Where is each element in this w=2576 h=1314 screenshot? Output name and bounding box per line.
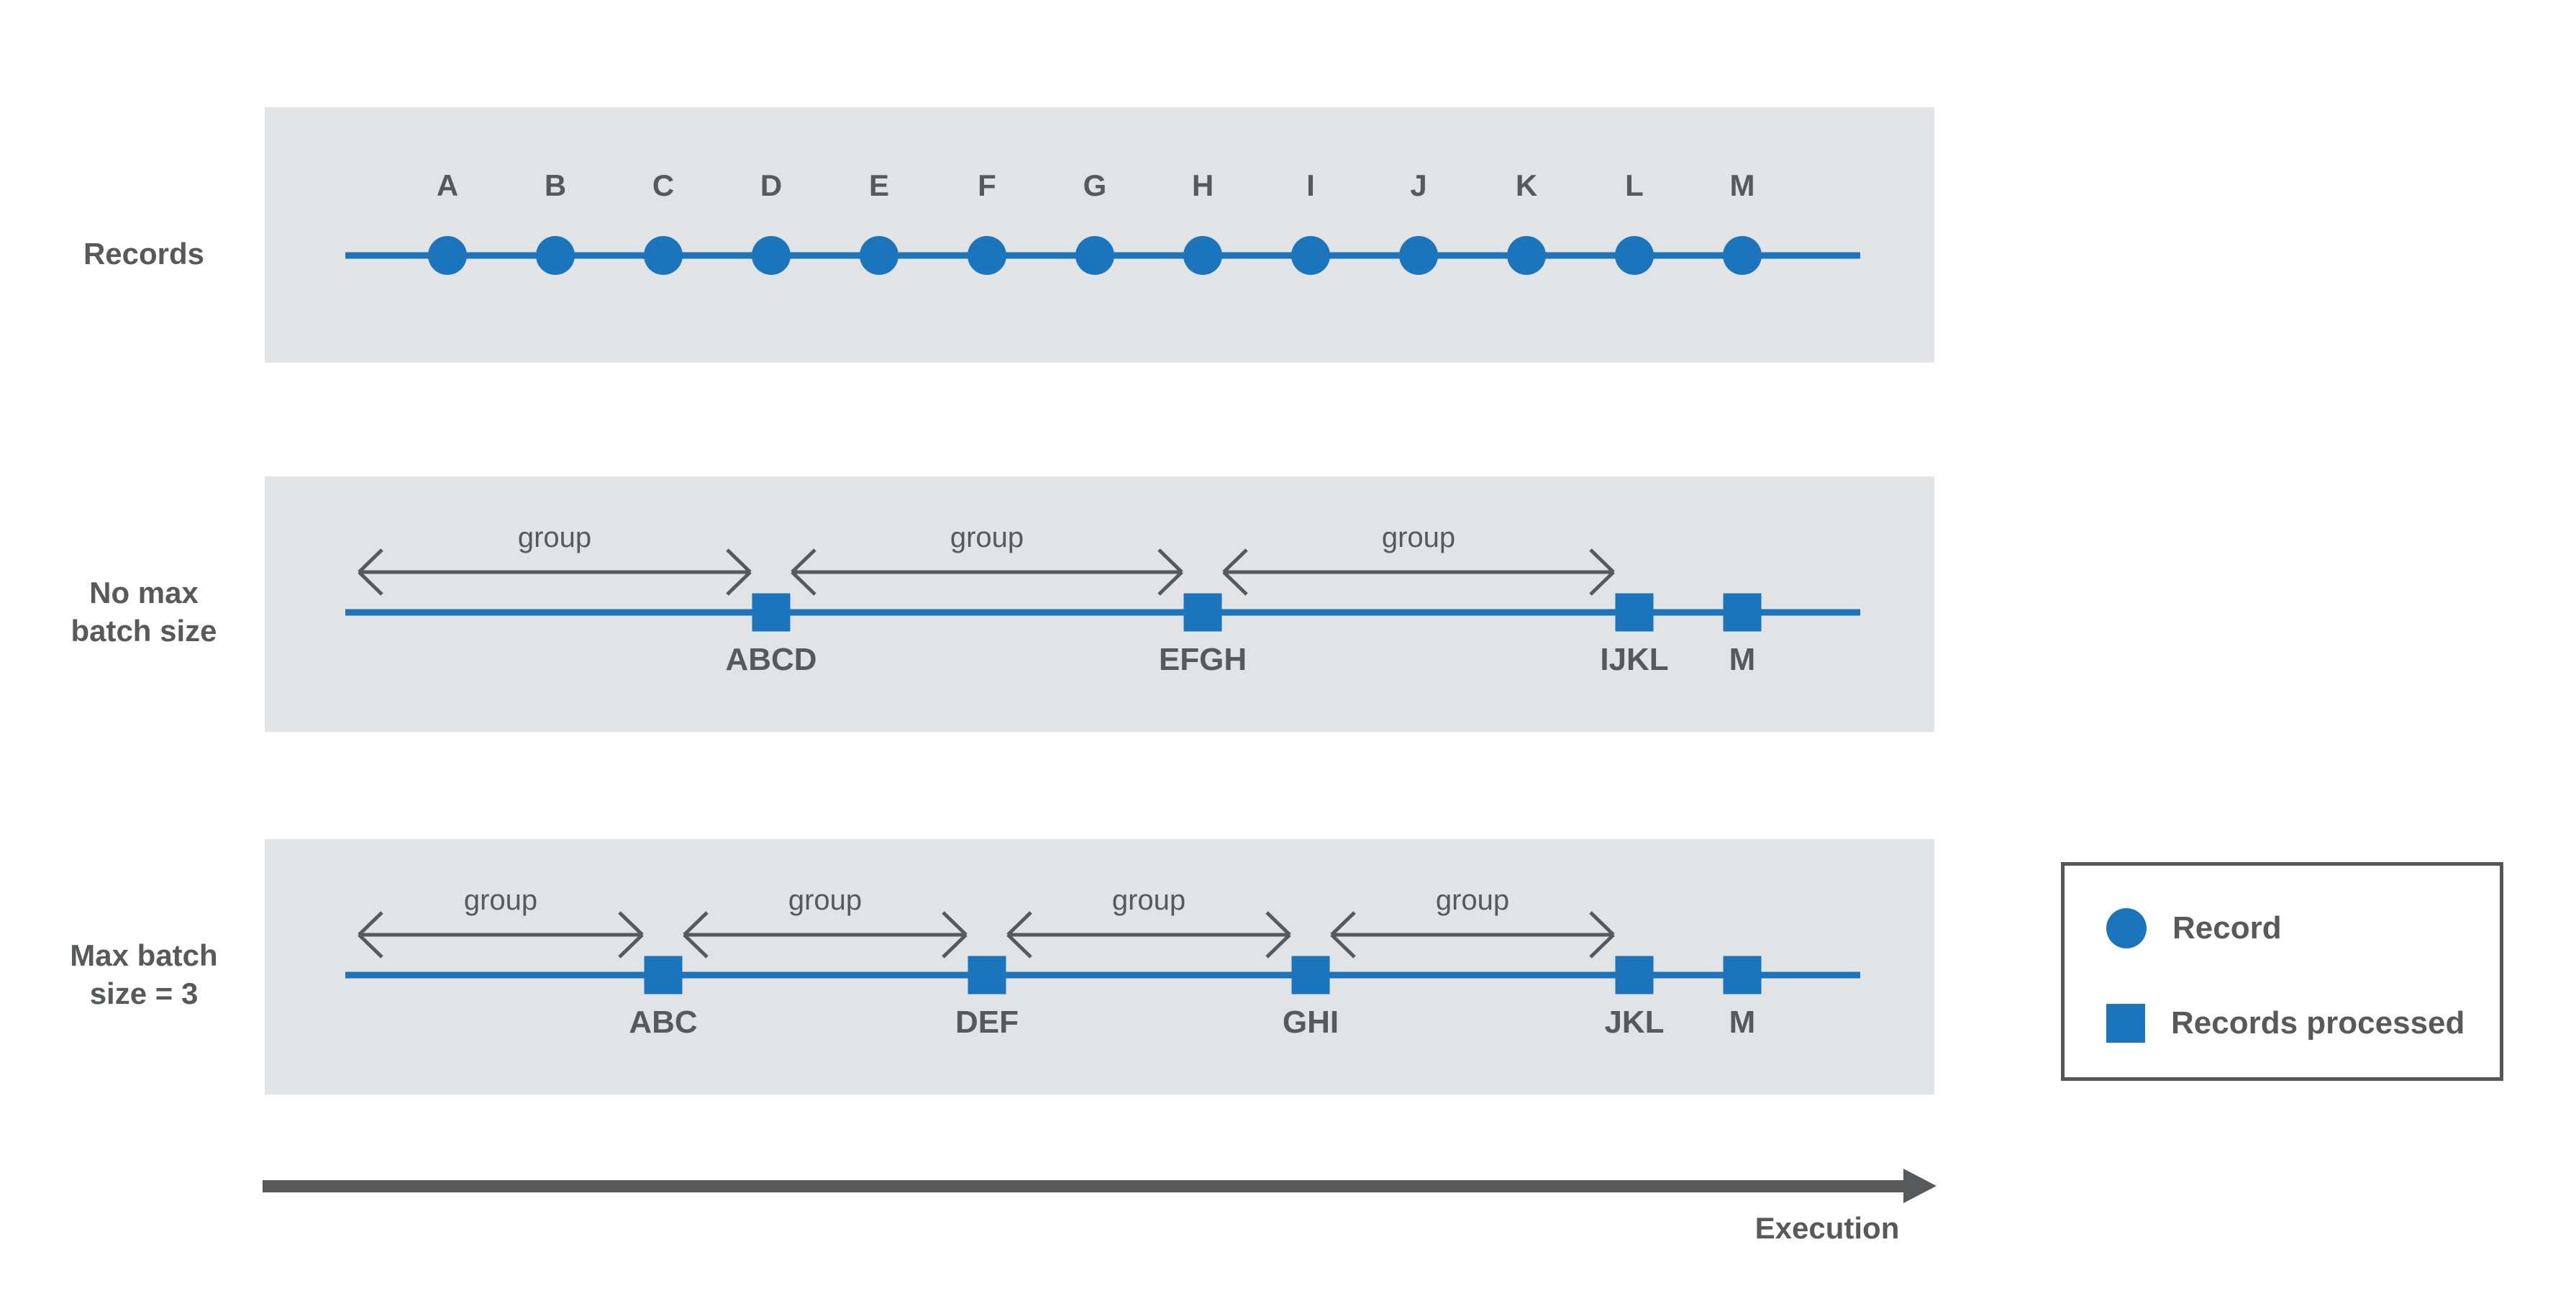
panel-max-batch-size-3 bbox=[265, 839, 1934, 1095]
record-dot-E bbox=[860, 236, 898, 275]
group-span-arrow bbox=[358, 548, 752, 596]
legend: Record Records processed bbox=[2061, 862, 2503, 1081]
record-letter-L: L bbox=[1625, 168, 1644, 202]
row-label-line: Max batch bbox=[70, 938, 218, 972]
record-dot-M bbox=[1723, 236, 1762, 275]
group-span-arrow bbox=[1330, 911, 1615, 959]
record-dot-C bbox=[644, 236, 683, 275]
batch-label-DEF: DEF bbox=[955, 1005, 1019, 1040]
group-label: group bbox=[1111, 884, 1186, 916]
group-span-arrow bbox=[791, 548, 1183, 596]
record-circle-icon bbox=[2106, 908, 2147, 948]
execution-arrow-shaft bbox=[263, 1180, 1903, 1192]
record-letter-K: K bbox=[1515, 168, 1538, 202]
record-dot-A bbox=[428, 236, 467, 275]
row-label-no-max-batch-size: No max batch size bbox=[29, 574, 259, 650]
group-span-arrow bbox=[1222, 548, 1615, 596]
legend-item-record: Record bbox=[2106, 907, 2282, 950]
batch-label-EFGH: EFGH bbox=[1158, 642, 1247, 677]
batch-label-ABCD: ABCD bbox=[725, 642, 817, 677]
batch-square-EFGH bbox=[1183, 593, 1222, 632]
batch-label-IJKL: IJKL bbox=[1600, 642, 1669, 677]
record-letter-H: H bbox=[1191, 168, 1214, 202]
record-dot-I bbox=[1291, 236, 1330, 275]
row-label-line: size = 3 bbox=[89, 977, 199, 1010]
batch-square-M bbox=[1723, 956, 1762, 994]
group-label: group bbox=[788, 884, 863, 916]
record-dot-B bbox=[536, 236, 575, 275]
row-label-records: Records bbox=[29, 235, 259, 273]
records-processed-square-icon bbox=[2106, 1004, 2145, 1043]
row-label-line: Records bbox=[83, 237, 205, 271]
batch-square-ABC bbox=[644, 956, 683, 994]
record-dot-G bbox=[1075, 236, 1114, 275]
batch-square-GHI bbox=[1291, 956, 1330, 994]
execution-arrow-head bbox=[1903, 1169, 1936, 1203]
row-label-line: No max bbox=[89, 576, 199, 610]
record-dot-J bbox=[1399, 236, 1438, 275]
legend-label: Record bbox=[2172, 910, 2282, 946]
group-label: group bbox=[517, 522, 592, 553]
record-letter-E: E bbox=[868, 168, 890, 202]
group-label: group bbox=[1381, 522, 1456, 553]
batch-square-ABCD bbox=[752, 593, 791, 632]
batch-square-JKL bbox=[1615, 956, 1654, 994]
record-letter-A: A bbox=[436, 168, 459, 202]
timeline-no-max-batch-size bbox=[345, 609, 1860, 616]
row-label-line: batch size bbox=[70, 614, 217, 648]
record-letter-C: C bbox=[652, 168, 675, 202]
record-letter-M: M bbox=[1729, 168, 1755, 202]
batch-square-M bbox=[1723, 593, 1762, 632]
panel-records bbox=[265, 107, 1934, 363]
group-label: group bbox=[463, 884, 538, 916]
batch-label-M: M bbox=[1729, 1005, 1756, 1040]
batch-label-GHI: GHI bbox=[1282, 1005, 1339, 1040]
row-label-max-batch-size-3: Max batch size = 3 bbox=[29, 936, 259, 1012]
batch-square-IJKL bbox=[1615, 593, 1654, 632]
batch-square-DEF bbox=[968, 956, 1006, 994]
record-dot-H bbox=[1183, 236, 1222, 275]
group-span-arrow bbox=[1006, 911, 1291, 959]
timeline-max-batch-size-3 bbox=[345, 971, 1860, 979]
group-label: group bbox=[950, 522, 1024, 553]
batch-label-ABC: ABC bbox=[629, 1005, 698, 1040]
execution-label: Execution bbox=[1754, 1211, 1900, 1245]
legend-label: Records processed bbox=[2171, 1005, 2465, 1041]
group-label: group bbox=[1435, 884, 1510, 916]
group-span-arrow bbox=[358, 911, 644, 959]
record-letter-D: D bbox=[760, 168, 783, 202]
group-span-arrow bbox=[683, 911, 968, 959]
panel-no-max-batch-size bbox=[265, 476, 1934, 732]
record-letter-G: G bbox=[1083, 168, 1107, 202]
legend-item-records-processed: Records processed bbox=[2106, 1002, 2465, 1045]
batch-label-JKL: JKL bbox=[1604, 1005, 1665, 1040]
record-letter-I: I bbox=[1306, 168, 1315, 202]
record-letter-B: B bbox=[544, 168, 567, 202]
batch-label-M: M bbox=[1729, 642, 1756, 677]
record-dot-L bbox=[1615, 236, 1654, 275]
record-dot-F bbox=[968, 236, 1006, 275]
record-letter-F: F bbox=[978, 168, 996, 202]
record-dot-D bbox=[752, 236, 791, 275]
record-letter-J: J bbox=[1410, 168, 1427, 202]
record-dot-K bbox=[1507, 236, 1546, 275]
